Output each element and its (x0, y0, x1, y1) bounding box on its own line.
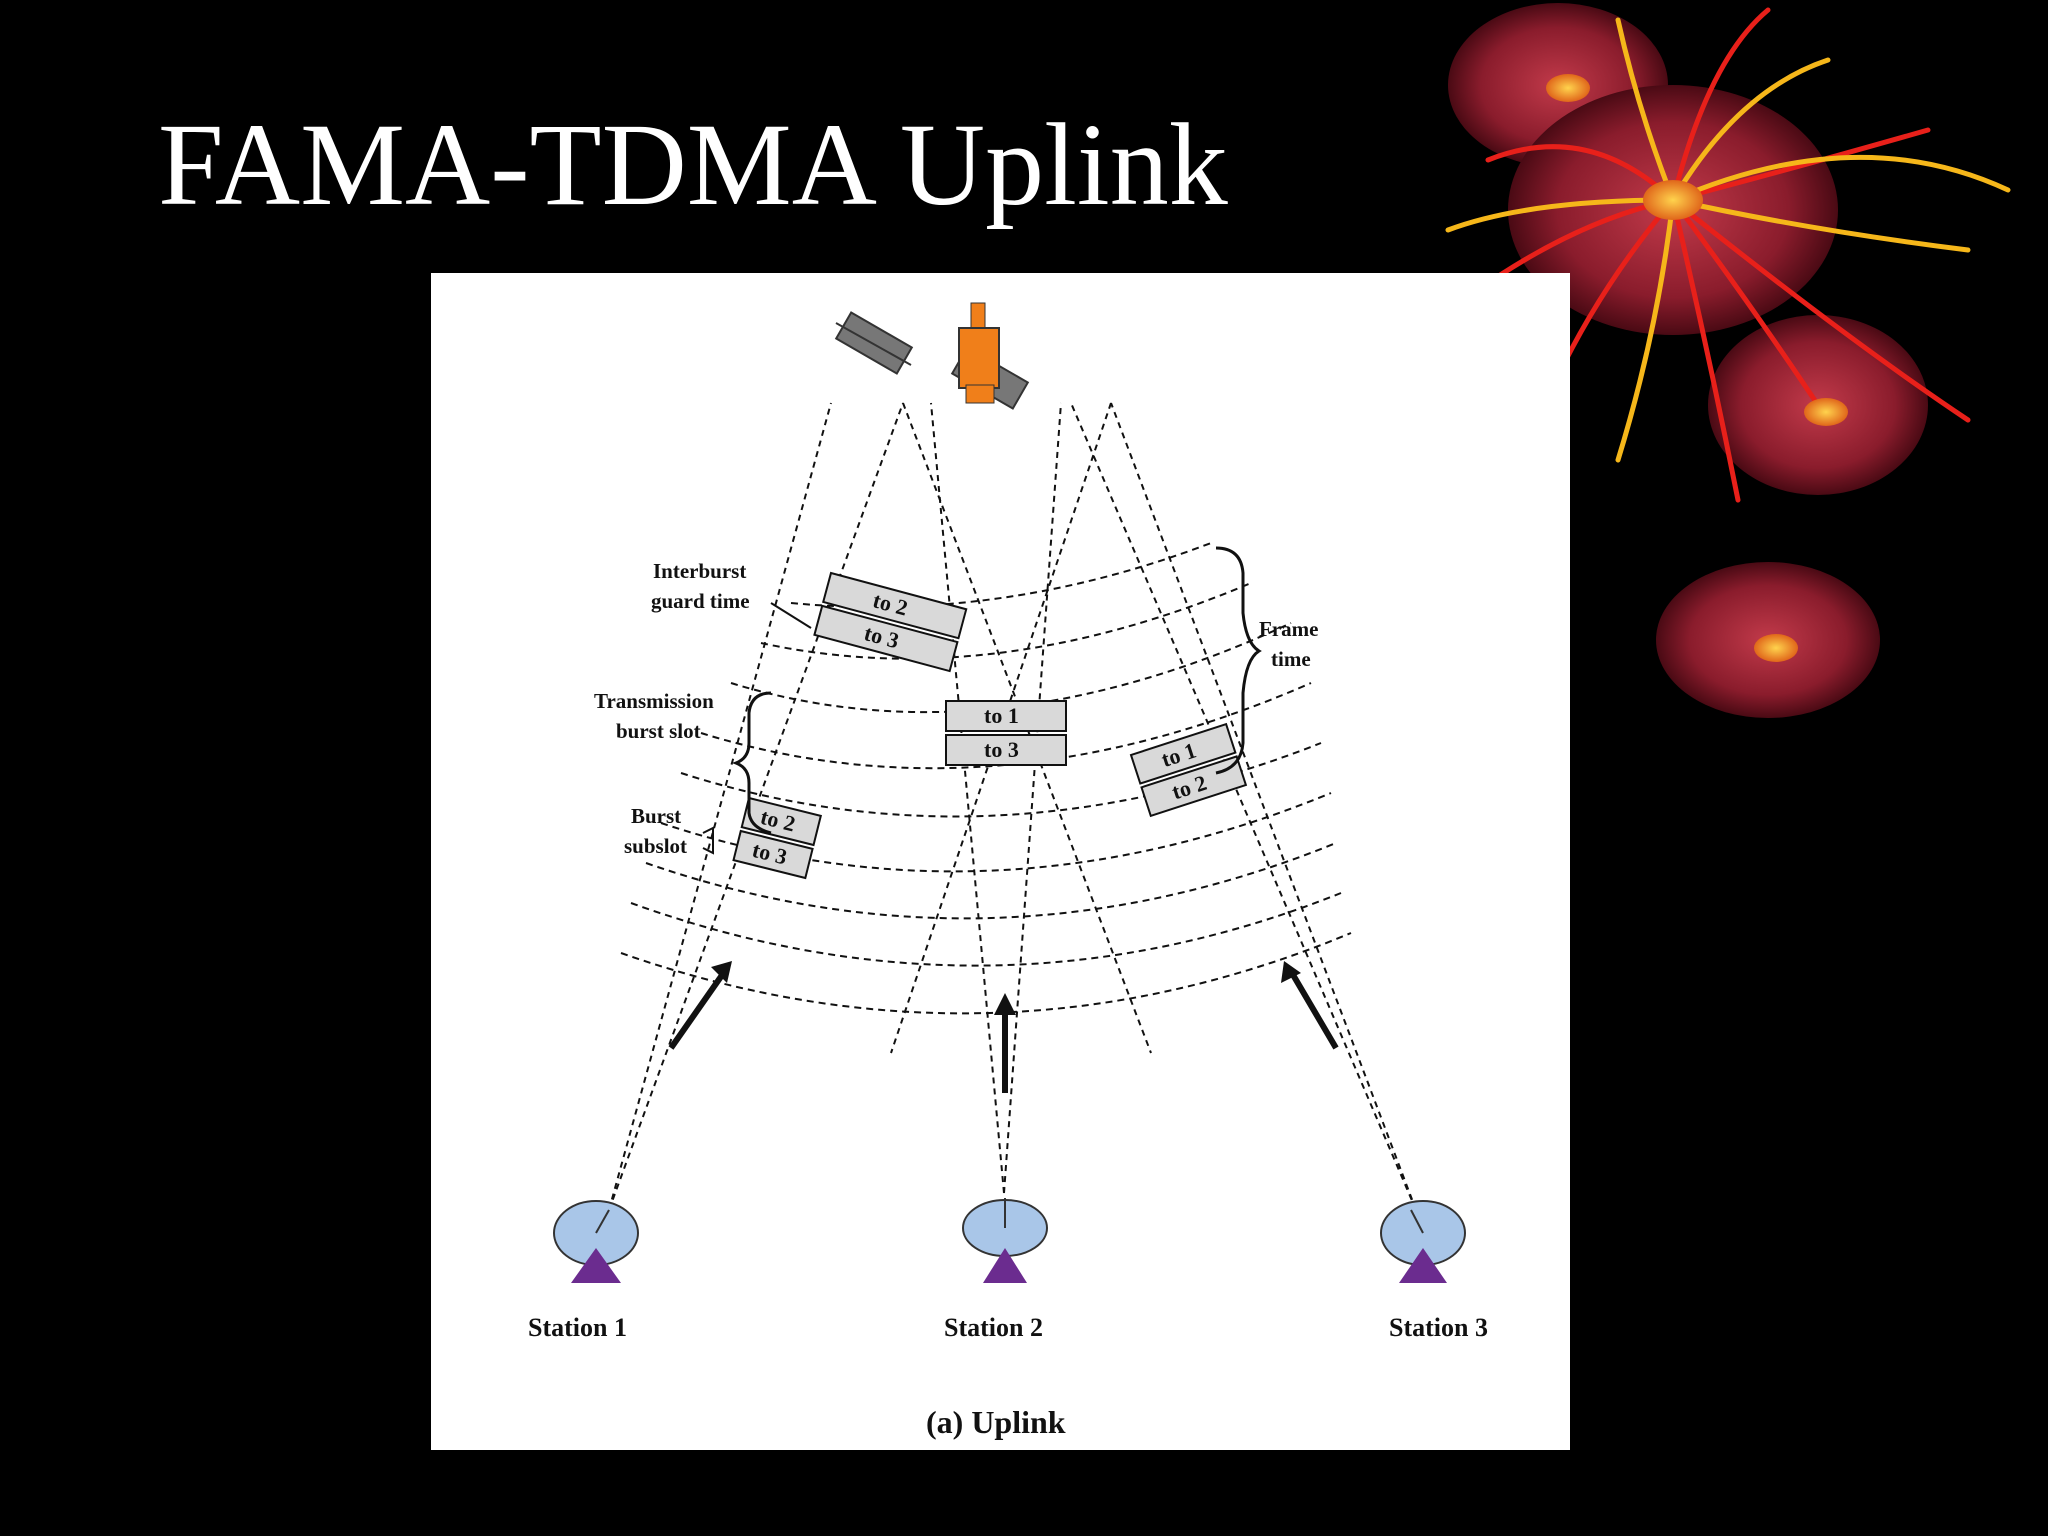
station-2-dish-icon (962, 1198, 1048, 1283)
transmission-brace (731, 691, 772, 835)
slot-right: to 1 to 2 (1129, 722, 1248, 818)
figure-caption: (a) Uplink (926, 1404, 1066, 1440)
transmission-label-line1: Transmission (594, 689, 714, 713)
station-1-dish-icon (553, 1200, 639, 1283)
decorative-flower-graphic (1445, 3, 2011, 718)
station-3-label: Station 3 (1389, 1313, 1488, 1342)
station-1-label: Station 1 (528, 1313, 627, 1342)
satellite-icon (834, 302, 1030, 410)
uplink-diagram: to 2 to 3 to 1 to 3 to 1 to 2 (528, 302, 1488, 1440)
interburst-label-line2: guard time (651, 589, 750, 613)
slide-title: FAMA-TDMA Uplink (158, 99, 1228, 230)
frame-time-label-line2: time (1271, 647, 1311, 671)
slot-left-top: to 2 to 3 (813, 571, 968, 673)
burst-subslot-label-line1: Burst (631, 804, 681, 828)
station-3-dish-icon (1380, 1200, 1466, 1283)
uplink-figure: to 2 to 3 to 1 to 3 to 1 to 2 (431, 273, 1570, 1450)
beam-lines (608, 402, 1417, 1211)
frame-time-label-line1: Frame (1259, 617, 1318, 641)
station-2-label: Station 2 (944, 1313, 1043, 1342)
uplink-arrows (668, 961, 1339, 1093)
transmission-label-line2: burst slot (616, 719, 701, 743)
interburst-label-line1: Interburst (653, 559, 746, 583)
slot-middle: to 1 to 3 (945, 700, 1067, 766)
slot-left-bottom: to 2 to 3 (732, 796, 823, 880)
slot-label: to 3 (984, 737, 1019, 762)
slot-label: to 1 (984, 703, 1019, 728)
frame-time-brace (1215, 546, 1262, 775)
burst-subslot-label-line2: subslot (624, 834, 687, 858)
